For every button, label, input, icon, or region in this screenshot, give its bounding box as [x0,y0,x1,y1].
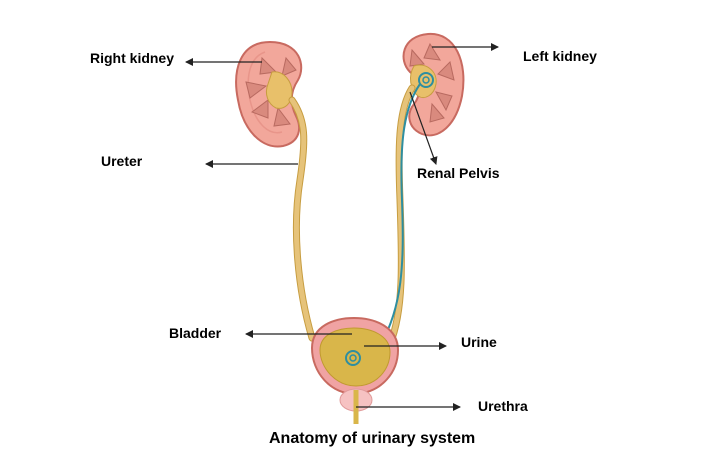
bladder [310,316,400,396]
label-urethra: Urethra [478,398,528,414]
label-urine: Urine [461,334,497,350]
label-renal-pelvis: Renal Pelvis [417,165,500,181]
arrow-renal-pelvis [409,91,438,165]
label-bladder: Bladder [169,325,222,341]
diagram-caption: Anatomy of urinary system [269,430,476,447]
right-kidney [235,40,303,148]
label-right-kidney: Right kidney [90,50,175,66]
label-ureter: Ureter [101,153,143,169]
label-left-kidney: Left kidney [523,48,597,64]
ureteral-stent [375,83,421,353]
left-kidney [402,32,465,137]
